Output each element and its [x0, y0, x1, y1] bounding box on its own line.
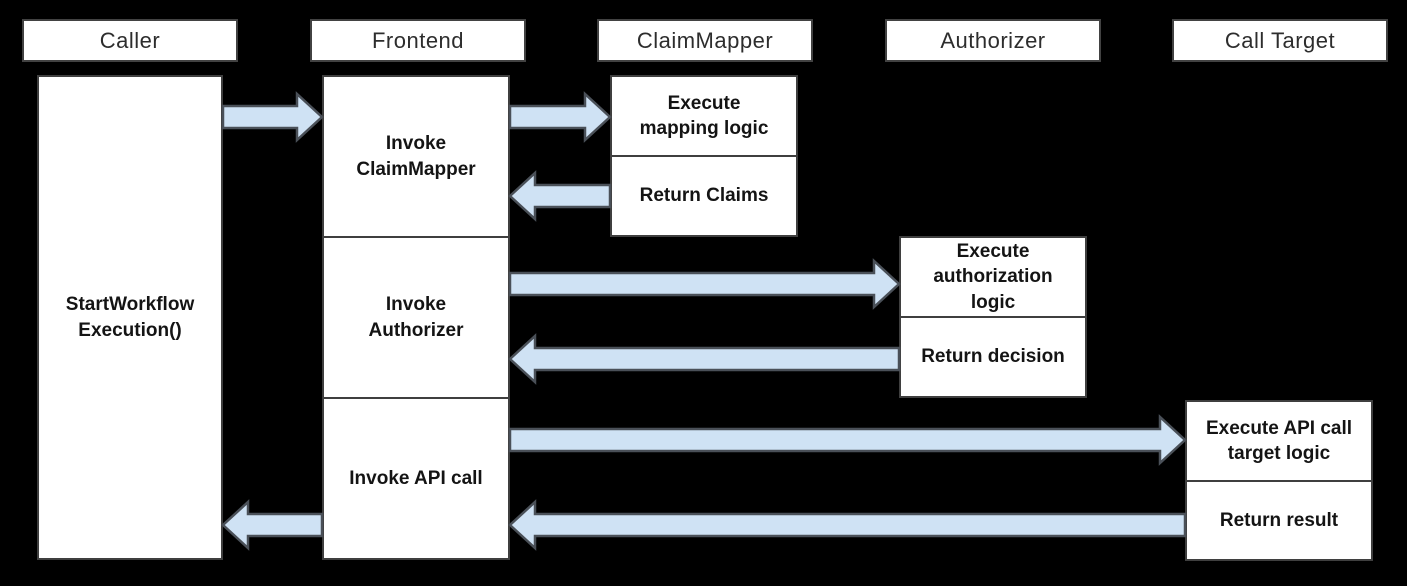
authorizer-activation: Execute authorization logic Return decis…: [899, 236, 1087, 398]
arrow-frontend-invokes-claimmapper: [508, 91, 612, 143]
claimmapper-execute-mapping-logic: Execute mapping logic: [639, 92, 769, 139]
arrow-frontend-invokes-authorizer: [508, 258, 901, 310]
caller-start-workflow-execution: StartWorkflow Execution(): [65, 294, 195, 341]
calltarget-execute-api-call-target-logic: Execute API call target logic: [1205, 417, 1353, 464]
claimmapper-activation: Execute mapping logic Return Claims: [610, 75, 798, 237]
caller-activation: StartWorkflow Execution(): [37, 75, 223, 560]
claimmapper-return-claims: Return Claims: [612, 155, 796, 235]
frontend-invoke-api-call: Invoke API call: [324, 397, 508, 558]
lane-header-authorizer: Authorizer: [885, 19, 1101, 62]
authorizer-execute-authorization-logic: Execute authorization logic: [933, 241, 1053, 313]
arrow-caller-invokes-frontend: [221, 91, 324, 143]
calltarget-return-result: Return result: [1187, 479, 1371, 560]
frontend-activation: Invoke ClaimMapper Invoke Authorizer Inv…: [322, 75, 510, 560]
lane-header-caller: Caller: [22, 19, 238, 62]
lane-header-frontend: Frontend: [310, 19, 526, 62]
arrow-claimmapper-returns-claims: [508, 170, 612, 222]
arrow-calltarget-returns-result: [508, 499, 1187, 551]
frontend-invoke-claimmapper: Invoke ClaimMapper: [356, 133, 476, 180]
calltarget-activation: Execute API call target logic Return res…: [1185, 400, 1373, 561]
arrow-frontend-invokes-calltarget: [508, 414, 1187, 466]
arrow-authorizer-returns-decision: [508, 333, 901, 385]
arrow-frontend-returns-to-caller: [221, 499, 324, 551]
lane-header-calltarget: Call Target: [1172, 19, 1388, 62]
authorizer-return-decision: Return decision: [901, 316, 1085, 396]
lane-header-claimmapper: ClaimMapper: [597, 19, 813, 62]
frontend-invoke-authorizer: Invoke Authorizer: [324, 236, 508, 397]
